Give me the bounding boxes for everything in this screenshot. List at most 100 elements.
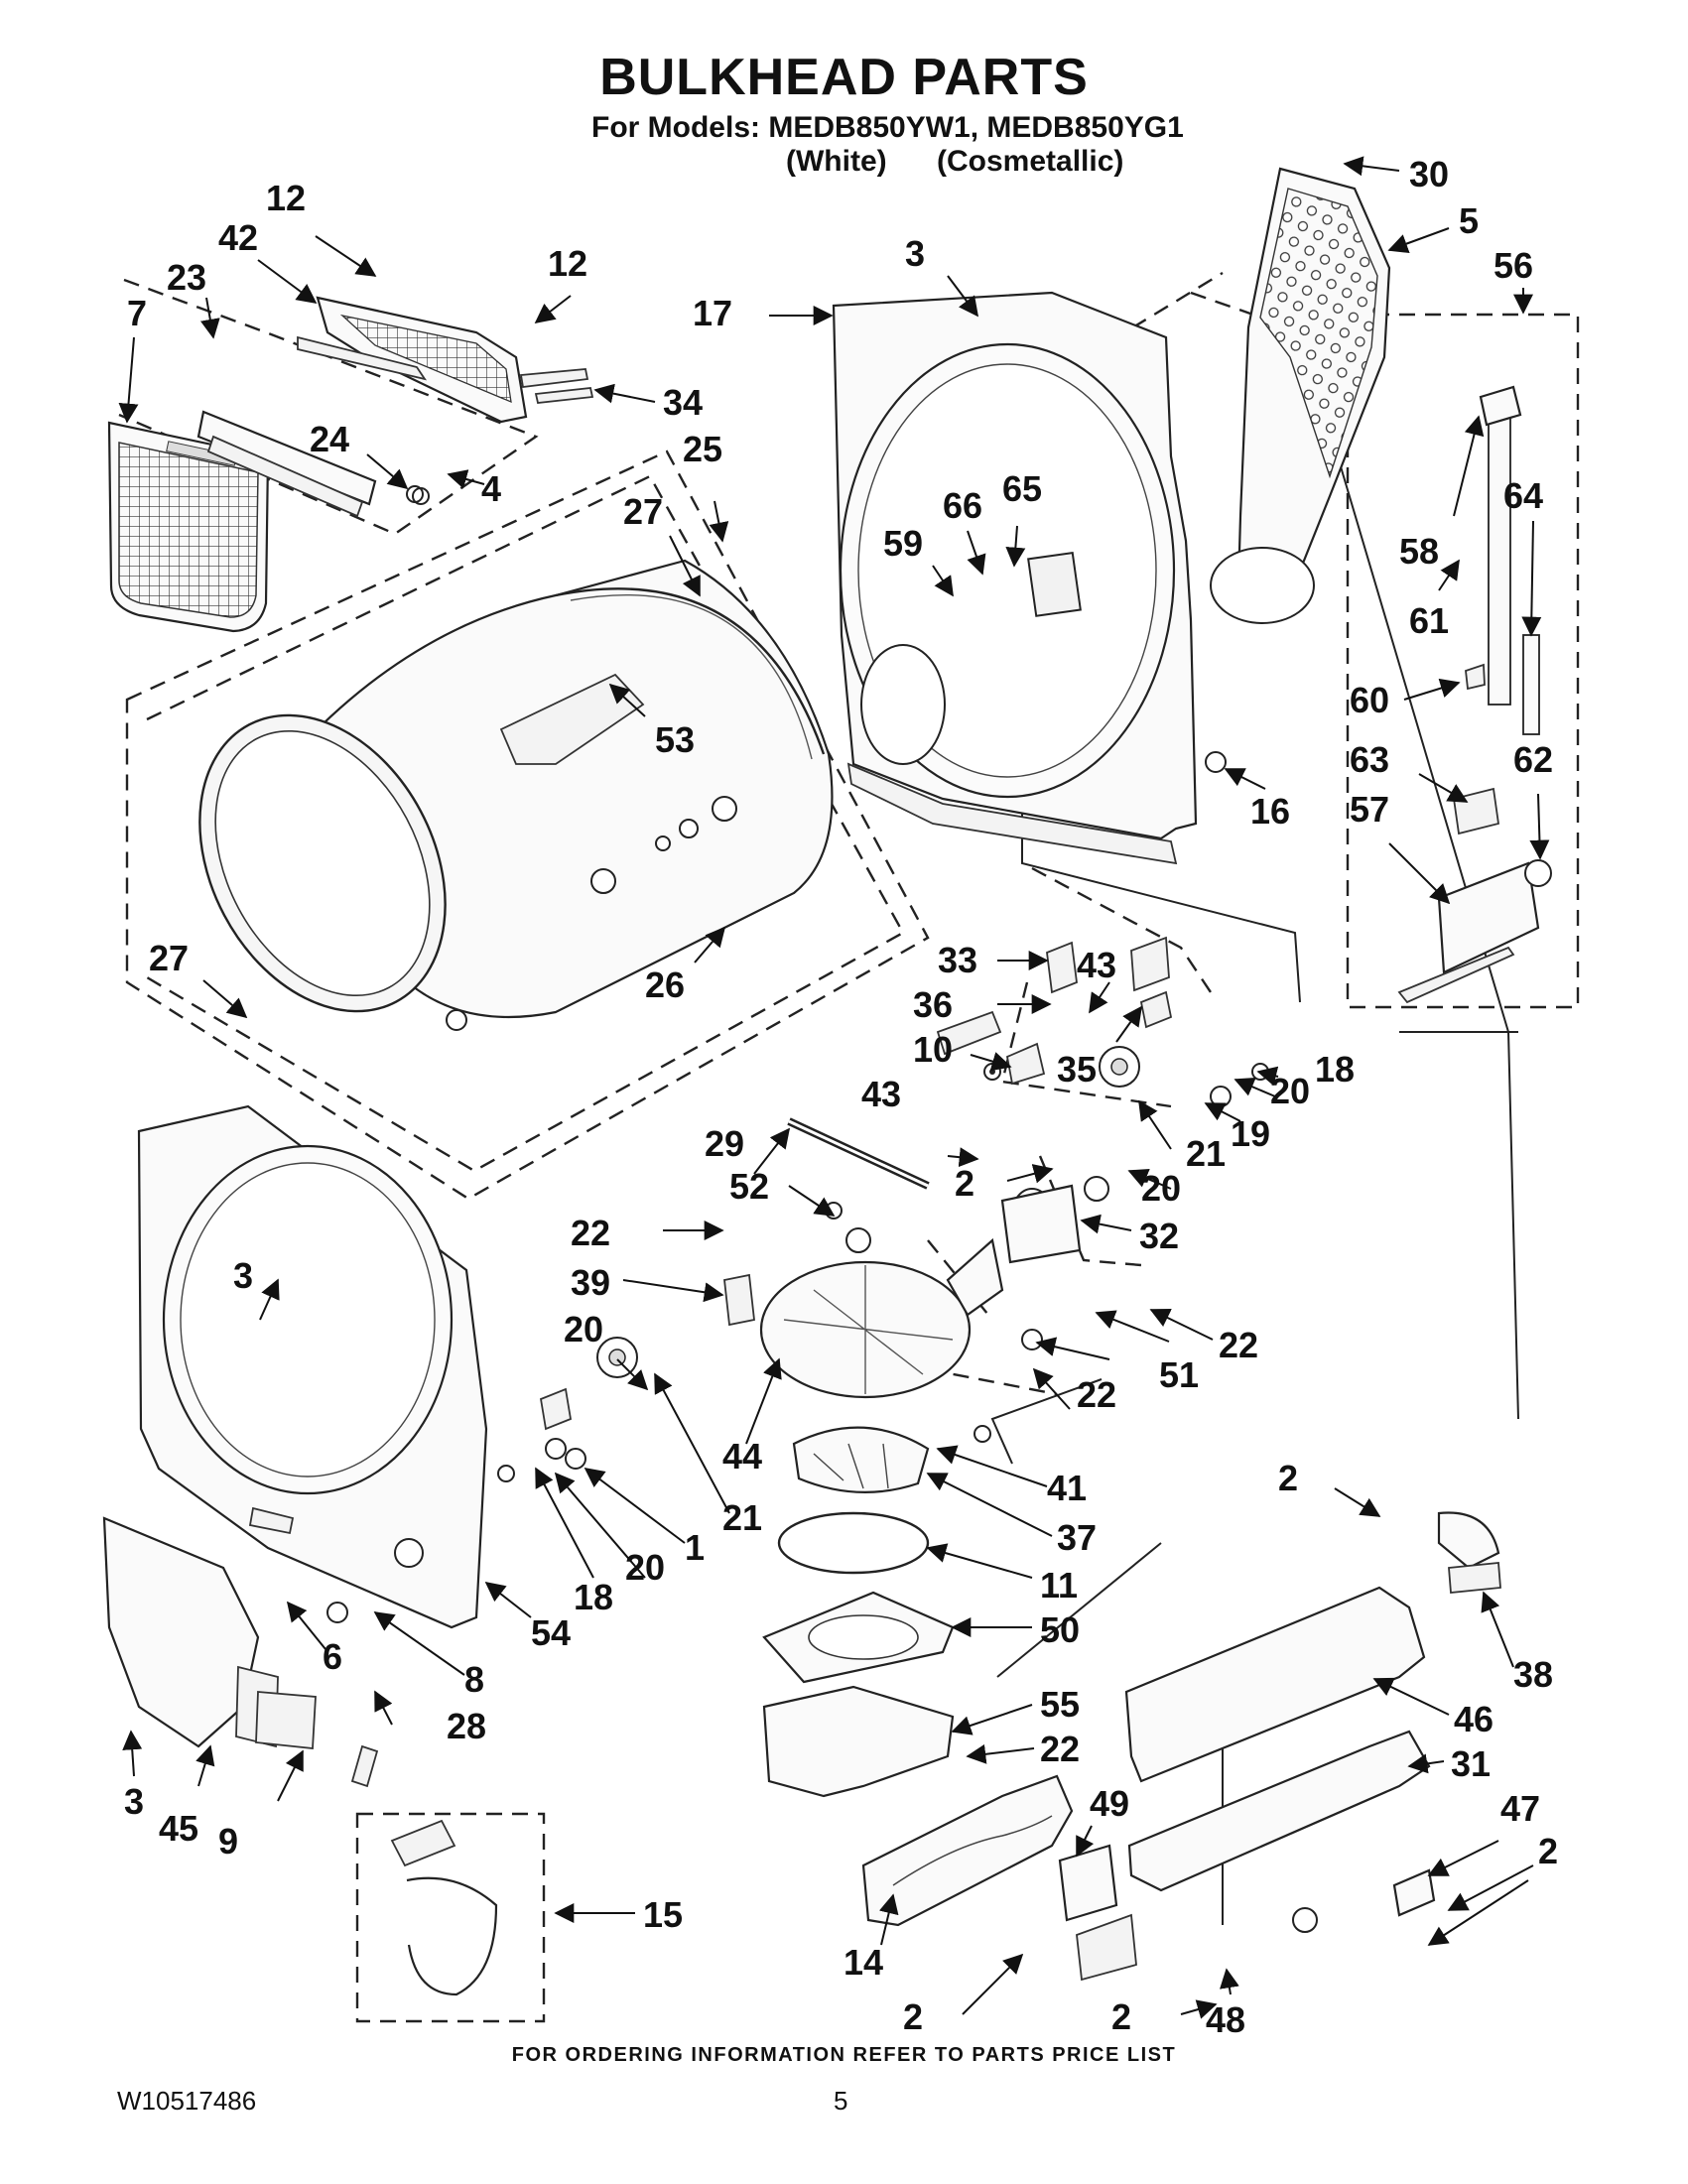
part-lint-screen-housing	[196, 410, 377, 518]
callout-53: 53	[655, 719, 695, 760]
part-bracket	[1058, 1844, 1137, 1982]
callout-27-b: 27	[149, 938, 189, 978]
callout-51: 51	[1159, 1354, 1199, 1395]
variant-white: (White)	[786, 145, 887, 178]
callout-16: 16	[1250, 791, 1290, 832]
part-flame-sensor	[1292, 1511, 1501, 1933]
callout-63: 63	[1350, 739, 1389, 780]
page-number: 5	[834, 2086, 848, 2116]
connector-dash-5	[927, 1239, 993, 1321]
part-gas-valve-assembly	[1397, 385, 1552, 1004]
connector-dash-6	[927, 1367, 1058, 1396]
callout-8: 8	[464, 1659, 484, 1700]
callout-54: 54	[531, 1612, 571, 1653]
callout-64: 64	[1503, 475, 1543, 516]
callout-34: 34	[663, 382, 703, 423]
part-blower-housing	[759, 1184, 1082, 1399]
callout-59: 59	[883, 523, 923, 564]
part-front-bulkhead	[137, 1104, 488, 1629]
callout-36: 36	[913, 984, 953, 1025]
callout-48: 48	[1206, 1999, 1245, 2040]
callout-58: 58	[1399, 531, 1439, 572]
part-lint-duct	[102, 1516, 317, 1749]
part-blower-cover	[762, 1591, 955, 1684]
callout-26: 26	[645, 964, 685, 1005]
callout-30: 30	[1409, 154, 1449, 194]
callout-2-e: 2	[1111, 1996, 1131, 2037]
part-exhaust-duct	[1210, 167, 1391, 624]
callout-33: 33	[938, 940, 977, 980]
callout-18: 18	[1315, 1049, 1355, 1090]
callout-21-b: 21	[722, 1497, 762, 1538]
callout-12: 12	[266, 178, 306, 218]
callout-28: 28	[447, 1706, 486, 1746]
callout-22-b: 22	[1219, 1325, 1258, 1365]
callout-46: 46	[1454, 1699, 1493, 1739]
callout-57: 57	[1350, 789, 1389, 830]
callout-20-d: 20	[625, 1547, 665, 1588]
variant-cosmetallic: (Cosmetallic)	[937, 145, 1124, 178]
callout-49: 49	[1090, 1783, 1129, 1824]
part-seal-ring	[777, 1511, 930, 1575]
callout-61: 61	[1409, 600, 1449, 641]
callout-2-c: 2	[1538, 1831, 1558, 1871]
callout-labels: 12 42 23 12 7 34 24 4 25 27 3 17 30 5 56…	[124, 154, 1558, 2040]
callout-3-c: 3	[124, 1781, 144, 1822]
callout-52: 52	[729, 1166, 769, 1207]
callout-38: 38	[1513, 1654, 1553, 1695]
connector-dash-2	[1000, 981, 1172, 1108]
burner-line	[990, 1378, 1162, 1678]
callout-18-b: 18	[574, 1577, 613, 1617]
callout-17: 17	[693, 293, 732, 333]
callout-7: 7	[127, 293, 147, 333]
drum-group-box	[125, 450, 930, 1201]
part-belt	[787, 1117, 930, 1190]
callout-22: 22	[571, 1213, 610, 1253]
callout-20-b: 20	[1141, 1168, 1181, 1209]
callout-55: 55	[1040, 1684, 1080, 1725]
callout-5: 5	[1459, 200, 1479, 241]
callout-25: 25	[683, 429, 722, 469]
callout-3-b: 3	[233, 1255, 253, 1296]
callout-15: 15	[643, 1894, 683, 1935]
callout-2-d: 2	[903, 1996, 923, 2037]
callout-24: 24	[310, 419, 349, 459]
callout-44: 44	[722, 1436, 762, 1477]
part-spring	[406, 485, 430, 505]
callout-2-b: 2	[1278, 1458, 1298, 1498]
callout-56: 56	[1493, 245, 1533, 286]
callout-14: 14	[844, 1942, 883, 1983]
callout-9: 9	[218, 1821, 238, 1862]
document-number: W10517486	[117, 2086, 257, 2116]
connector-dash-1	[1031, 866, 1212, 993]
callout-21: 21	[1186, 1133, 1226, 1174]
part-heater-housing	[1124, 1586, 1431, 1892]
callout-43-b: 43	[861, 1074, 901, 1114]
models-line: For Models: MEDB850YW1, MEDB850YG1	[591, 111, 1184, 144]
callout-29: 29	[705, 1123, 744, 1164]
part-lint-grille	[316, 296, 528, 424]
callout-6: 6	[323, 1636, 342, 1677]
part-lint-seals	[297, 335, 594, 404]
callout-60: 60	[1350, 680, 1389, 720]
part-rear-bulkhead	[832, 291, 1198, 865]
callout-62: 62	[1513, 739, 1553, 780]
callout-50: 50	[1040, 1609, 1080, 1650]
part-burner-tube	[861, 1774, 1074, 1927]
callout-22-c: 22	[1077, 1374, 1116, 1415]
callout-32: 32	[1139, 1216, 1179, 1256]
page-title: BULKHEAD PARTS	[599, 49, 1089, 106]
callout-22-d: 22	[1040, 1729, 1080, 1769]
part-blower-duct	[762, 1685, 955, 1798]
callout-37: 37	[1057, 1517, 1097, 1558]
callout-1: 1	[685, 1527, 705, 1568]
callout-20-c: 20	[564, 1309, 603, 1349]
callout-45: 45	[159, 1808, 198, 1849]
callout-12-b: 12	[548, 243, 587, 284]
lint-screen-group-box	[118, 278, 539, 536]
callout-27: 27	[623, 491, 663, 532]
callout-4: 4	[481, 468, 501, 509]
part-lint-screen	[107, 421, 270, 633]
callout-23: 23	[167, 257, 206, 298]
